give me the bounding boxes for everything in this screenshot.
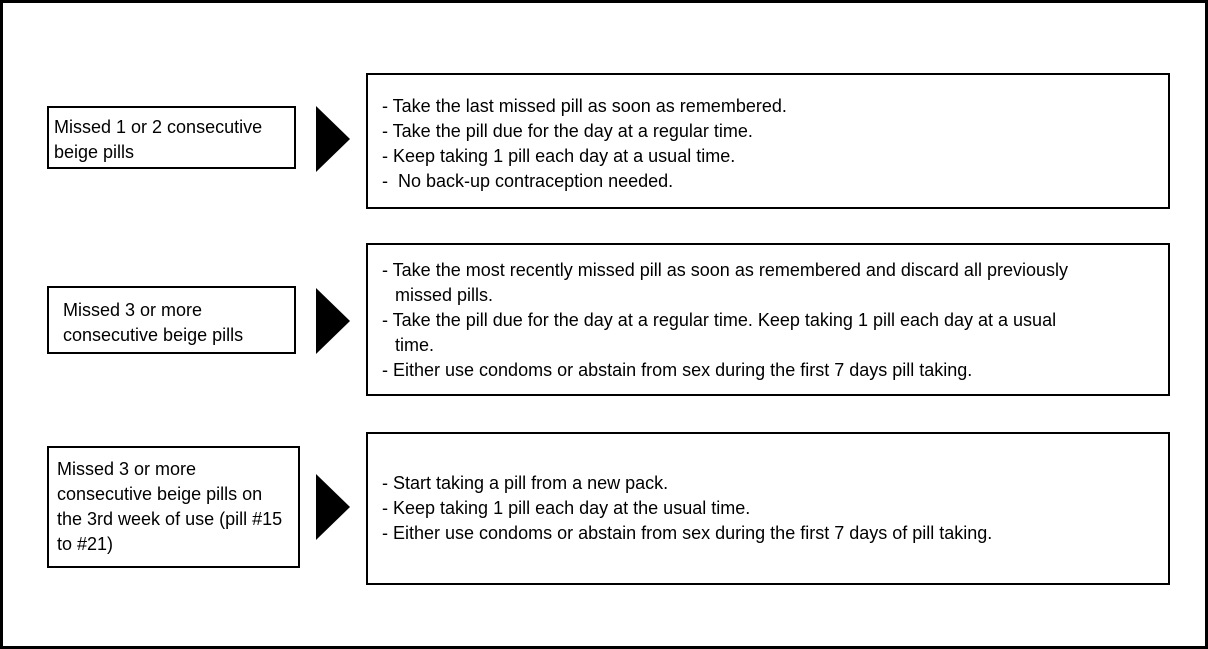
instructions-box-3: - Start taking a pill from a new pack. -… [366, 432, 1170, 585]
condition-text: Missed 3 or more consecutive beige pills [63, 300, 244, 345]
instruction-list: - Take the most recently missed pill as … [382, 258, 1092, 383]
instruction-list: - Take the last missed pill as soon as r… [382, 94, 1092, 194]
instruction-line: - Keep taking 1 pill each day at the usu… [382, 498, 751, 518]
instruction-line: - Take the most recently missed pill as … [382, 260, 1073, 305]
instruction-line: - Start taking a pill from a new pack. [382, 473, 669, 493]
instructions-box-1: - Take the last missed pill as soon as r… [366, 73, 1170, 209]
instruction-line: - Keep taking 1 pill each day at a usual… [382, 146, 736, 166]
instruction-list: - Start taking a pill from a new pack. -… [382, 471, 1092, 546]
condition-text: Missed 1 or 2 consecutive beige pills [54, 117, 263, 162]
instruction-line: - Either use condoms or abstain from sex… [382, 360, 973, 380]
arrow-right-icon [316, 288, 350, 354]
instruction-line: - Either use condoms or abstain from sex… [382, 523, 993, 543]
arrow-right-icon [316, 106, 350, 172]
condition-box-2: Missed 3 or more consecutive beige pills [47, 286, 296, 354]
condition-box-1: Missed 1 or 2 consecutive beige pills [47, 106, 296, 169]
instruction-line: - No back-up contraception needed. [382, 171, 674, 191]
instruction-line: - Take the last missed pill as soon as r… [382, 96, 787, 116]
instruction-line: - Take the pill due for the day at a reg… [382, 310, 1062, 355]
condition-box-3: Missed 3 or more consecutive beige pills… [47, 446, 300, 568]
instruction-line: - Take the pill due for the day at a reg… [382, 121, 753, 141]
condition-text: Missed 3 or more consecutive beige pills… [57, 459, 283, 554]
arrow-right-icon [316, 474, 350, 540]
instructions-box-2: - Take the most recently missed pill as … [366, 243, 1170, 396]
